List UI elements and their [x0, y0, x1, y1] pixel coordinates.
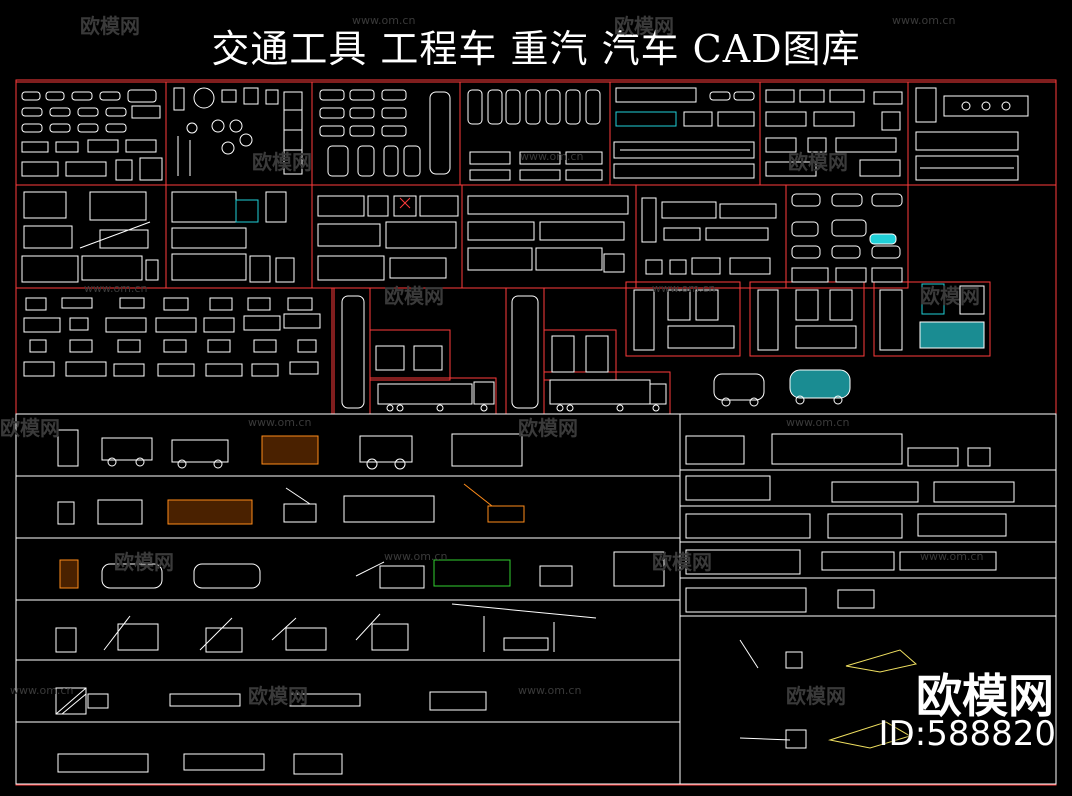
watermark-brand: 欧模网	[788, 150, 848, 174]
vehicle-elevations-panel	[23, 297, 321, 377]
construction-row-1	[57, 429, 523, 470]
watermark-brand: 欧模网	[518, 416, 578, 440]
dump-trucks-panel	[633, 283, 985, 351]
cars-panel-3	[319, 89, 451, 177]
construction-row-3	[59, 551, 665, 589]
construction-row-2	[57, 483, 525, 525]
construction-row-5	[55, 687, 487, 715]
mixer-trucks-loose	[713, 369, 851, 407]
drawing-title: 交通工具 工程车 重汽 汽车 CAD图库	[211, 27, 861, 71]
watermark-brand: 欧模网	[114, 550, 174, 574]
watermark-brand: 欧模网	[786, 684, 846, 708]
watermark-url: www.om.cn	[786, 416, 850, 429]
right-excavators	[739, 639, 918, 749]
long-trailers-panel	[467, 195, 629, 273]
lower-panels	[15, 413, 1057, 785]
construction-row-4	[55, 603, 597, 653]
watermark-brand: 欧模网	[920, 284, 980, 308]
misc-trucks-panel	[641, 197, 777, 275]
special-vehicles-panel	[317, 195, 459, 281]
loaders-panel	[21, 191, 159, 283]
watermark-brand: 欧模网	[614, 14, 674, 38]
cars-small-panel	[791, 193, 903, 283]
car-grid-top	[21, 89, 163, 181]
watermark-corner-id: ID:588820	[878, 714, 1056, 754]
watermark-brand: 欧模网	[384, 284, 444, 308]
construction-row-6	[57, 753, 343, 775]
watermark-brand: 欧模网	[248, 684, 308, 708]
watermark-corner-brand: 欧模网	[916, 669, 1054, 723]
cars-topview-panel	[467, 89, 603, 181]
watermark-url: www.om.cn	[352, 14, 416, 27]
heavy-trucks-panel	[341, 295, 667, 412]
watermark-url: www.om.cn	[892, 14, 956, 27]
watermark-url: www.om.cn	[652, 282, 716, 295]
watermark-brand: 欧模网	[80, 14, 140, 38]
traffic-signs	[173, 87, 303, 176]
watermark-url: www.om.cn	[520, 150, 584, 163]
watermark-url: www.om.cn	[518, 684, 582, 697]
watermark-brand: 欧模网	[252, 150, 312, 174]
watermark-url: www.om.cn	[248, 416, 312, 429]
vans-panel	[765, 89, 903, 177]
watermark-url: www.om.cn	[920, 550, 984, 563]
watermark-brand: 欧模网	[0, 416, 60, 440]
bus-panel-right	[915, 87, 1029, 181]
watermark-url: www.om.cn	[384, 550, 448, 563]
watermark-url: www.om.cn	[84, 282, 148, 295]
trucks-side-panel	[171, 191, 295, 283]
watermark-brand: 欧模网	[652, 550, 712, 574]
watermark-url: www.om.cn	[10, 684, 74, 697]
right-truck-rows	[685, 433, 1015, 613]
buses-panel	[613, 87, 755, 179]
